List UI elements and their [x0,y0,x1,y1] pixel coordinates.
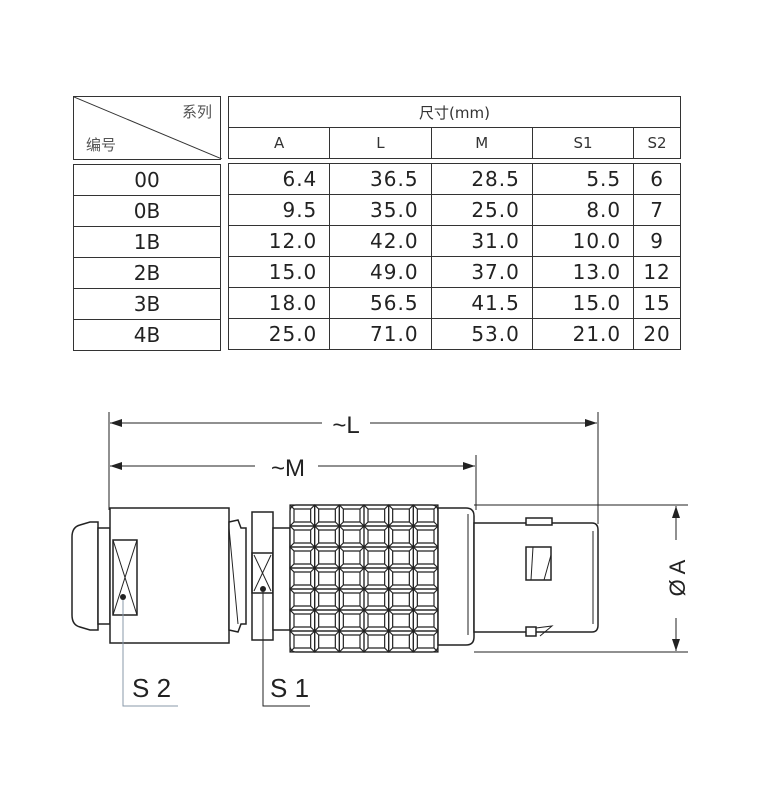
cell-a: 9.5 [227,194,331,226]
s2-leader [122,600,178,707]
s2-label: S 2 [132,673,171,703]
group-header: 尺寸(mm) [228,96,681,128]
corner-top-label: 系列 [181,103,212,121]
corner-header: 系列 编号 [73,96,222,160]
key-window [525,546,552,581]
cell-a: 12.0 [227,225,331,257]
cell-l: 42.0 [329,225,432,257]
row-id: 00 [73,164,221,196]
end-cap-ring [97,527,111,625]
cell-s1: 21.0 [531,318,635,350]
column-header: S2 [633,127,681,159]
thread [228,519,247,633]
cell-s1: 10.0 [531,225,635,257]
cell-l: 56.5 [329,287,432,319]
s1-leader [262,592,310,707]
cell-a: 15.0 [227,256,331,288]
s2-wrench-flat [112,539,138,616]
cell-l: 49.0 [329,256,432,288]
rear-body [109,507,230,644]
cell-m: 53.0 [430,318,533,350]
column-header: M [430,127,533,159]
cell-s2: 7 [633,194,681,226]
cell-a: 18.0 [227,287,331,319]
cell-s1: 15.0 [531,287,635,319]
corner-bottom-label: 编号 [86,136,117,154]
s1-label: S 1 [270,673,309,703]
collar [272,527,291,631]
dim-A-label: Ø A [665,559,690,596]
s1-dot [260,586,266,592]
cell-s2: 9 [633,225,681,257]
row-id: 0B [73,195,221,227]
row-id: 1B [73,226,221,258]
latch-bottom [525,626,537,637]
end-cap [71,521,99,631]
knurled-sleeve [289,504,439,653]
cell-s2: 20 [633,318,681,350]
column-header: S1 [531,127,635,159]
latch-top [525,517,553,526]
row-id: 3B [73,288,221,320]
row-id: 4B [73,319,221,351]
cell-s2: 6 [633,163,681,195]
s2-dot [120,594,126,600]
cell-a: 25.0 [227,318,331,350]
corner-diagonal [74,97,222,159]
cell-l: 71.0 [329,318,432,350]
series-id-table: 系列 编号 00 0B 1B 2B 3B 4B [73,96,222,351]
dim-L-label: ~L [332,412,359,439]
front-sleeve [437,507,475,646]
cell-s2: 12 [633,256,681,288]
plug-insert [473,522,599,633]
knurl-cell [412,630,439,653]
dim-M-label: ~M [271,455,305,482]
cell-m: 37.0 [430,256,533,288]
